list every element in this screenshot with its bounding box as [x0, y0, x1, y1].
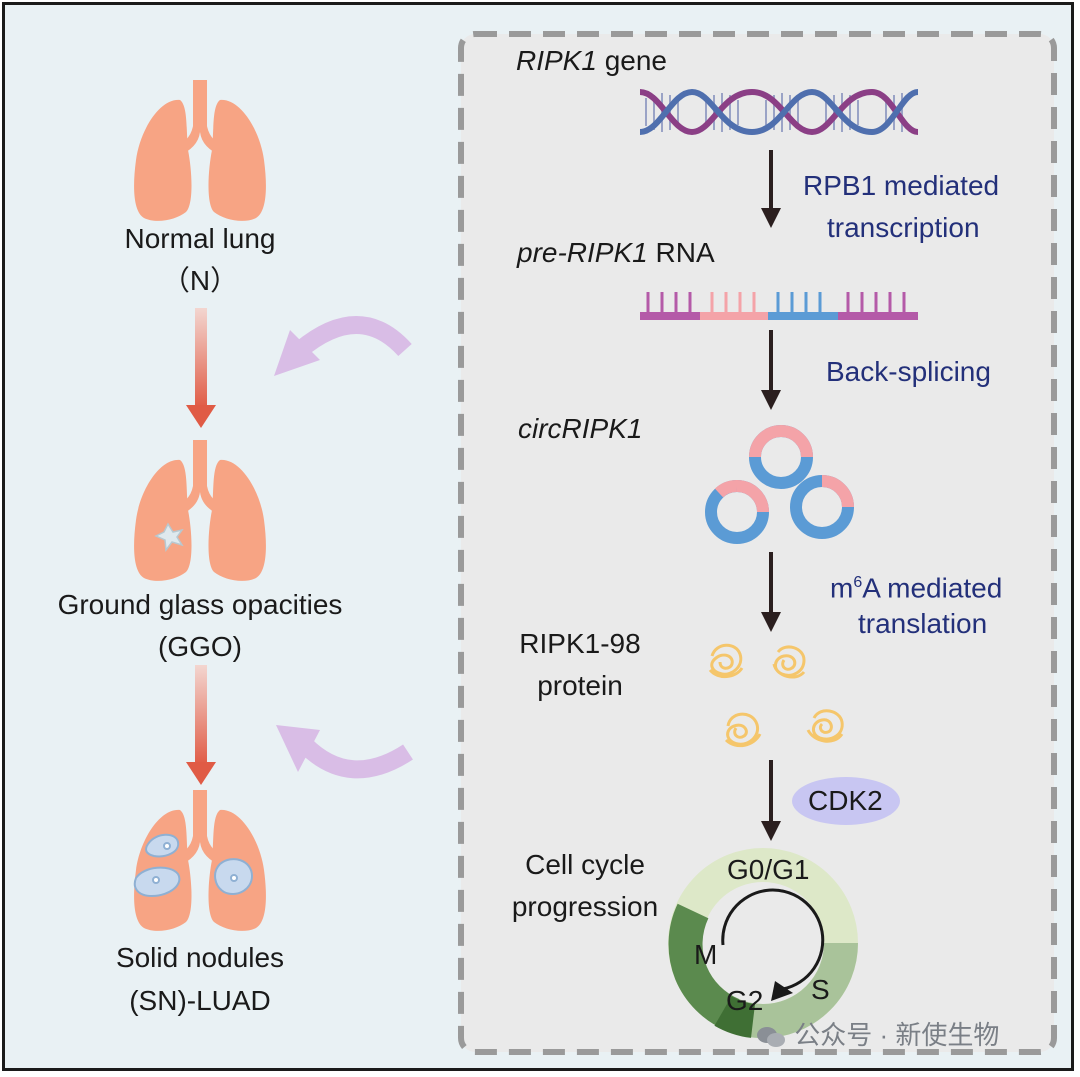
pre-rna-label: pre-RIPK1 RNA	[517, 236, 715, 270]
wechat-icon	[757, 1025, 787, 1049]
solid-abbrev: (SN)-LUAD	[129, 985, 271, 1016]
phase-g2-label: G2	[726, 985, 764, 1016]
phase-s-label: S	[811, 974, 830, 1005]
normal-lung-abbrev: （N）	[161, 265, 239, 296]
ggo-abbrev: (GGO)	[158, 631, 242, 662]
g2-phase-arc	[714, 995, 756, 1038]
cycle-arrowhead-icon	[771, 981, 793, 1001]
curved-arrow-1	[274, 316, 412, 376]
m-phase-arc	[668, 903, 741, 1031]
curved-arrow-2	[276, 725, 413, 779]
cell-cycle-label-line2: progression	[511, 891, 659, 922]
lung-ggo-icon	[134, 440, 266, 581]
nodule-icons	[133, 833, 254, 898]
cdk2-badge	[792, 777, 900, 825]
protein-label-line1: RIPK1-98	[519, 628, 641, 659]
ggo-label: Ground glass opacities	[57, 589, 343, 620]
watermark: 公众号 · 新使生物	[757, 1015, 999, 1052]
step3-line2: translation	[858, 608, 988, 639]
solid-label: Solid nodules	[115, 942, 285, 973]
cell-cycle-label-line1: Cell cycle	[525, 849, 645, 880]
watermark-text: 公众号 · 新使生物	[794, 1020, 1000, 1050]
step1-line2: transcription	[827, 212, 980, 243]
protein-label-line2: protein	[537, 670, 623, 701]
gene-label-italic: RIPK1	[516, 45, 597, 76]
mechanism-panel	[458, 31, 1057, 1055]
gene-label-rest: gene	[596, 45, 668, 76]
progression-arrow-1	[186, 308, 216, 428]
lung-normal-icon	[134, 80, 266, 221]
gene-label: RIPK1 gene	[516, 44, 667, 78]
cdk2-label: CDK2	[808, 785, 883, 816]
lung-solid-icon	[133, 790, 266, 931]
progression-arrow-2	[186, 665, 216, 785]
circ-label: circRIPK1	[518, 413, 643, 444]
circ-rna-icons	[705, 425, 854, 544]
step-arrow-4	[761, 760, 781, 841]
normal-lung-label: Normal lung	[124, 223, 276, 254]
pre-rna-label-italic: pre-RIPK1	[517, 237, 648, 268]
step1-line1: RPB1 mediated	[803, 170, 1000, 201]
step-arrow-3	[761, 552, 781, 632]
step2-label: Back-splicing	[826, 356, 991, 387]
step3-sup: 6	[853, 574, 863, 591]
step3-line1: m6A mediated	[830, 566, 1002, 605]
step3-prefix: m	[830, 572, 854, 604]
protein-icons	[708, 643, 844, 748]
pre-rna-icon	[640, 292, 918, 320]
step3-rest: A mediated	[862, 572, 1003, 604]
cell-cycle-ring	[668, 848, 858, 1039]
step-arrow-1	[761, 150, 781, 228]
dna-helix-icon	[639, 88, 919, 136]
phase-g0g1-label: G0/G1	[727, 854, 810, 885]
step-arrow-2	[761, 330, 781, 410]
pre-rna-label-rest: RNA	[647, 237, 715, 268]
phase-m-label: M	[694, 939, 718, 970]
ggo-lesion-icon	[154, 522, 184, 552]
